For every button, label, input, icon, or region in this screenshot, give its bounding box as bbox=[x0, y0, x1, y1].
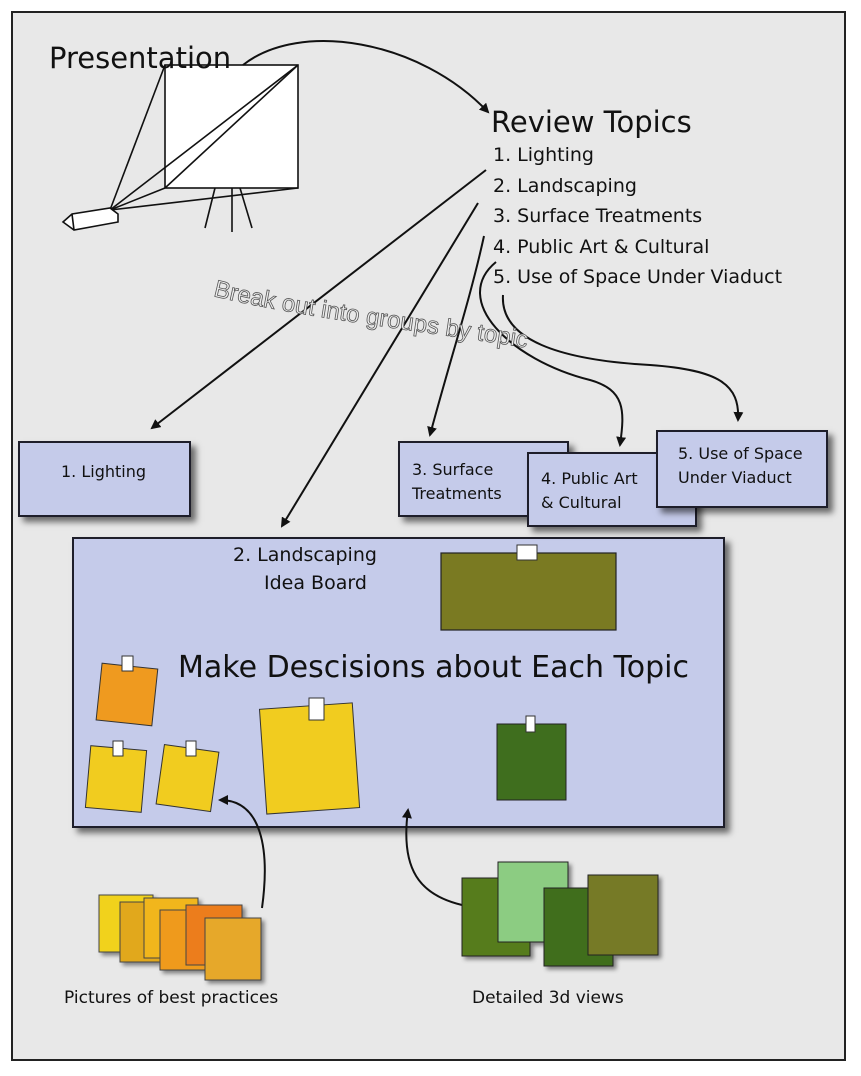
lighting-group-box: 1. Lighting bbox=[18, 441, 191, 517]
idea-board-heading: Make Descisions about Each Topic bbox=[178, 650, 690, 685]
review-item-public-art: 4. Public Art & Cultural bbox=[493, 236, 710, 258]
surface-group-label-line1: 3. Surface bbox=[412, 460, 494, 479]
presentation-label: Presentation bbox=[49, 41, 232, 75]
views-3d-caption: Detailed 3d views bbox=[472, 988, 624, 1008]
review-item-landscaping: 2. Landscaping bbox=[493, 175, 637, 197]
idea-board-label-line2: Idea Board bbox=[264, 572, 367, 594]
public-art-group-label-line1: 4. Public Art bbox=[541, 469, 638, 488]
idea-board-label-line1: 2. Landscaping bbox=[233, 544, 377, 566]
viaduct-group-label-line2: Under Viaduct bbox=[678, 468, 792, 487]
diagram-frame bbox=[11, 11, 846, 1061]
lighting-group-label: 1. Lighting bbox=[61, 462, 147, 481]
review-item-surface: 3. Surface Treatments bbox=[493, 205, 703, 227]
surface-group-label-line2: Treatments bbox=[412, 484, 502, 503]
viaduct-group-box: 5. Use of Space Under Viaduct bbox=[656, 430, 828, 508]
best-practices-caption: Pictures of best practices bbox=[64, 988, 279, 1008]
public-art-group-label-line2: & Cultural bbox=[541, 493, 622, 512]
review-topics-title: Review Topics bbox=[491, 105, 692, 139]
review-item-lighting: 1. Lighting bbox=[493, 144, 594, 166]
review-item-viaduct: 5. Use of Space Under Viaduct bbox=[493, 266, 783, 288]
viaduct-group-label-line1: 5. Use of Space bbox=[678, 444, 803, 463]
